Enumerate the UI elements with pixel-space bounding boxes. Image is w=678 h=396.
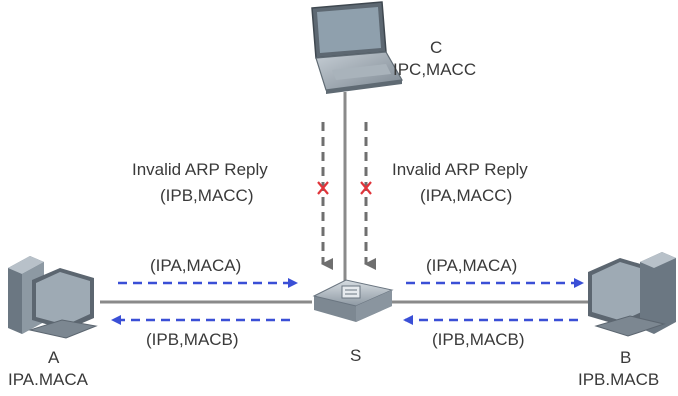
node-b-name: B	[620, 348, 632, 367]
invalid-reply-left-title: Invalid ARP Reply	[132, 160, 268, 179]
node-a-name: A	[48, 348, 60, 367]
node-c-address: IPC,MACC	[393, 60, 477, 79]
invalid-reply-left-pair: (IPB,MACC)	[160, 186, 254, 205]
laptop-icon	[311, 1, 403, 94]
node-a-address: IPA.MACA	[8, 370, 88, 389]
node-s-name: S	[350, 346, 362, 365]
flow-a-to-s-label: (IPA,MACA)	[150, 256, 242, 275]
flow-b-to-s-label: (IPB,MACB)	[432, 330, 525, 349]
invalid-reply-right-pair: (IPA,MACC)	[420, 186, 513, 205]
node-c-name: C	[430, 38, 443, 57]
switch-icon	[312, 279, 394, 322]
blocked-cross-left	[317, 181, 329, 195]
blocked-cross-right	[360, 181, 372, 195]
flow-s-to-a-label: (IPB,MACB)	[146, 330, 239, 349]
desktop-pc-a-icon	[8, 256, 98, 339]
invalid-reply-right-title: Invalid ARP Reply	[392, 160, 528, 179]
desktop-pc-b-icon	[588, 252, 676, 337]
node-b-address: IPB.MACB	[578, 370, 660, 389]
flow-s-to-b-label: (IPA,MACA)	[426, 256, 518, 275]
